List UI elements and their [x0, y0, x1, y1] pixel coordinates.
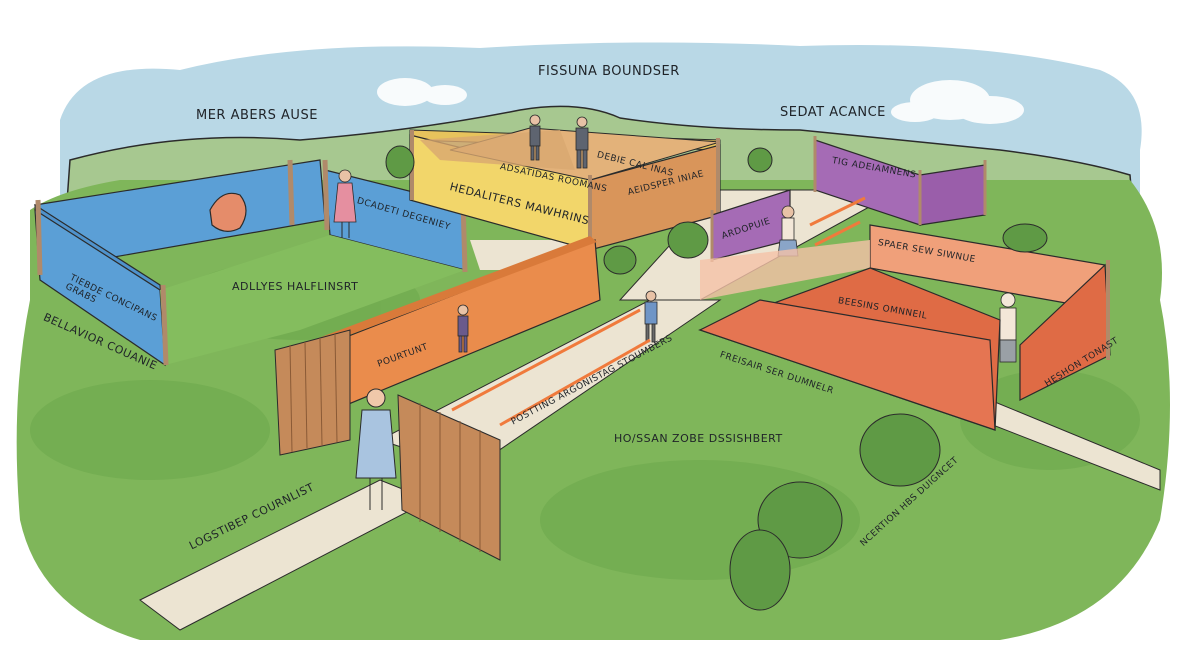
- zone-orange: [299, 236, 658, 421]
- ground-label-left-field: ADLLYES HALFLINSRT: [232, 280, 359, 293]
- person-figure: [999, 292, 1017, 363]
- zone-salmon: [869, 224, 1111, 401]
- tree-icon: [385, 145, 1048, 611]
- zone-red: [698, 240, 1001, 431]
- title-label: FISSUNA BOUNDSER: [538, 64, 680, 79]
- zone-blue: [34, 159, 468, 367]
- sky-label-left: MER ABERS AUSE: [196, 108, 318, 123]
- arrow-lines: [451, 196, 866, 427]
- shield-icon: [209, 192, 247, 232]
- ground-label-center-field: HO/SSAN ZOBE DSSISHBERT: [614, 432, 783, 445]
- person-figure: [355, 388, 397, 510]
- cloud-icon: [377, 78, 1024, 124]
- wooden-gate: [274, 329, 501, 561]
- sky-label-right: SEDAT ACANCE: [780, 105, 886, 120]
- person-figure: [529, 114, 589, 169]
- zone-purple: [710, 136, 987, 262]
- zone-yellow: [409, 114, 721, 252]
- person-figure: [333, 169, 357, 238]
- person-figure: [457, 290, 658, 353]
